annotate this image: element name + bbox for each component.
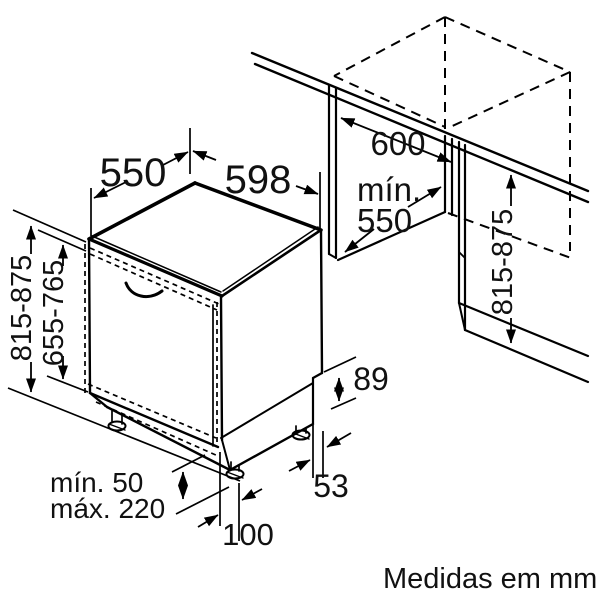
dimension-niche-height: 815-875 bbox=[487, 174, 519, 344]
dimension-niche-depth: mín. 550 bbox=[344, 171, 442, 253]
dimension-appliance-depth: 550 bbox=[90, 128, 191, 236]
dim-label-min: mín. bbox=[357, 171, 421, 208]
dimension-appliance-height: 815-875 bbox=[6, 209, 87, 393]
dimension-rear-base-height: 89 bbox=[323, 356, 389, 410]
left-cabinet-panel bbox=[327, 83, 338, 260]
dim-label-655-765: 655-765 bbox=[38, 260, 70, 366]
dimension-front-foot-offset: 100 bbox=[197, 452, 274, 552]
adjustable-foot-rear bbox=[291, 425, 311, 441]
dishwasher-body bbox=[84, 181, 324, 480]
dimension-plinth-height: mín. 50 máx. 220 bbox=[50, 454, 230, 524]
door-handle bbox=[124, 281, 164, 299]
dim-label-550: 550 bbox=[100, 151, 167, 195]
dim-label-600: 600 bbox=[370, 125, 425, 162]
niche-outline-dashed bbox=[333, 16, 572, 259]
dimension-door-panel-height: 655-765 bbox=[37, 229, 89, 393]
right-cabinet-panel bbox=[443, 134, 467, 332]
dimension-rear-foot-offset: 53 bbox=[288, 425, 352, 504]
floor-line bbox=[7, 387, 241, 482]
dim-label-815-875-left: 815-875 bbox=[6, 255, 38, 361]
dim-label-min-550: 550 bbox=[357, 202, 412, 239]
units-caption: Medidas em mm bbox=[383, 563, 597, 595]
dim-label-plinth-min: mín. 50 bbox=[50, 467, 143, 498]
adjustable-foot-left bbox=[107, 410, 127, 432]
dim-label-53: 53 bbox=[313, 468, 349, 504]
dim-label-100: 100 bbox=[222, 517, 274, 552]
dim-label-89: 89 bbox=[353, 361, 389, 397]
dim-label-598: 598 bbox=[225, 158, 292, 202]
dimension-appliance-width: 598 bbox=[192, 150, 321, 231]
dim-label-815-875-right: 815-875 bbox=[487, 209, 519, 315]
dim-label-plinth-max: máx. 220 bbox=[50, 493, 165, 524]
dimension-niche-width: 600 bbox=[340, 117, 452, 163]
